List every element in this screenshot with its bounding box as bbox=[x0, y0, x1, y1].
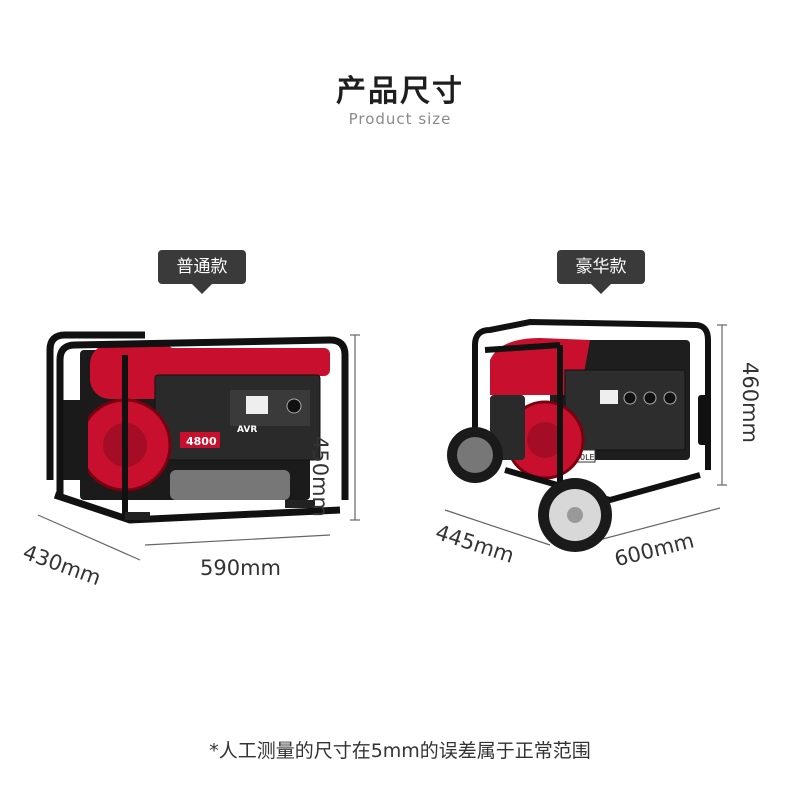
depth-dimension-line bbox=[37, 514, 141, 561]
measurement-footnote: *人工测量的尺寸在5mm的误差属于正常范围 bbox=[209, 740, 591, 762]
page-subtitle: Product size bbox=[348, 110, 452, 128]
standard-generator-image: 4800 AVR bbox=[37, 331, 360, 561]
standard-width-label: 590mm bbox=[200, 556, 281, 580]
deluxe-generator-image: WP8000LE bbox=[444, 318, 727, 552]
deluxe-model-tag: 豪华款 bbox=[557, 250, 645, 294]
avr-badge: AVR bbox=[237, 425, 257, 435]
depth-dimension-line bbox=[444, 509, 551, 546]
width-dimension-line bbox=[144, 534, 331, 546]
standard-model-tag: 普通款 bbox=[158, 250, 246, 294]
width-dimension-line bbox=[579, 507, 721, 546]
standard-height-label: 450mm bbox=[308, 436, 332, 517]
deluxe-height-label: 460mm bbox=[738, 362, 762, 443]
model-number: 4800 bbox=[186, 435, 217, 448]
page-title: 产品尺寸 bbox=[336, 74, 464, 109]
